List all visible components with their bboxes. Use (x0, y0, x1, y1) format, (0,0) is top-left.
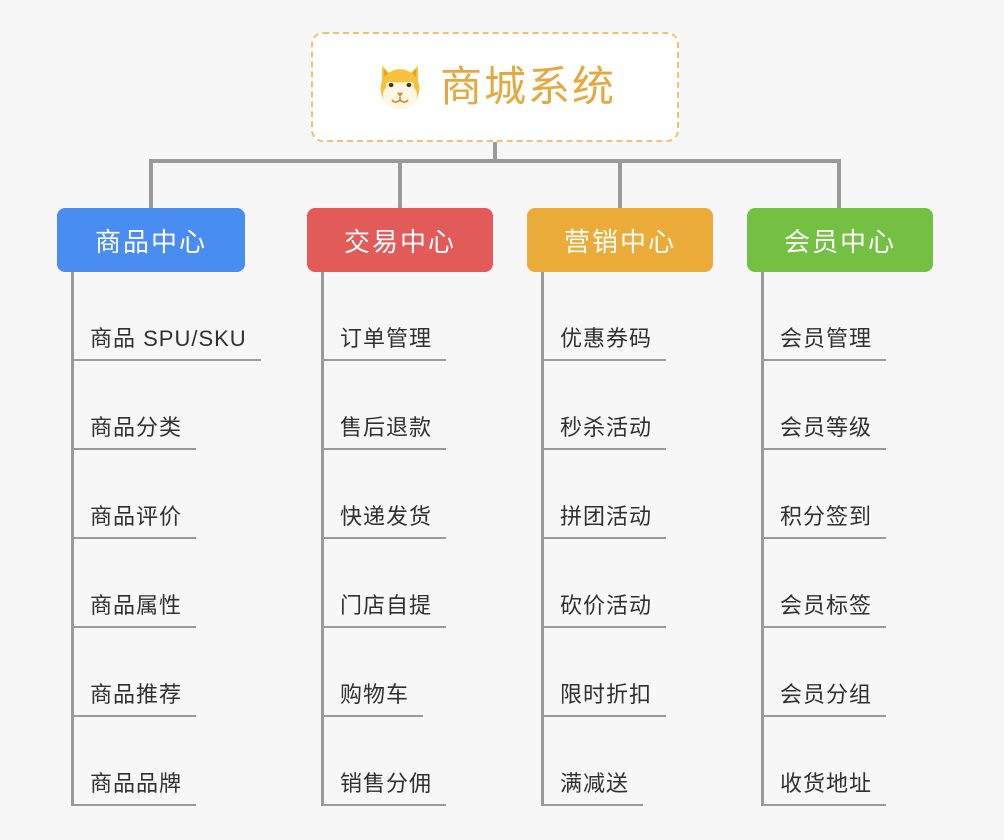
leaf-label: 购物车 (340, 682, 410, 707)
leaf-stack-member-center: 会员管理 会员等级 积分签到 会员标签 会员分组 收货地址 (761, 272, 987, 806)
list-item[interactable]: 积分签到 (764, 450, 987, 539)
category-header-marketing-center[interactable]: 营销中心 (527, 208, 713, 272)
list-item[interactable]: 会员标签 (764, 539, 987, 628)
leaf-label: 商品品牌 (90, 771, 183, 796)
leaf-label: 销售分佣 (340, 771, 433, 796)
leaf-label: 砍价活动 (560, 593, 653, 618)
column-marketing-center: 营销中心 优惠券码 秒杀活动 拼团活动 砍价活动 限时折扣 满减送 (527, 208, 767, 806)
connector-drop-member-center (837, 159, 841, 208)
leaf-label: 会员分组 (780, 682, 873, 707)
list-item[interactable]: 商品属性 (74, 539, 297, 628)
leaf-label: 限时折扣 (560, 682, 653, 707)
leaf-label: 门店自提 (340, 593, 433, 618)
list-item[interactable]: 商品分类 (74, 361, 297, 450)
list-item[interactable]: 会员分组 (764, 628, 987, 717)
connector-horizontal-bus (149, 159, 841, 163)
leaf-label: 商品推荐 (90, 682, 183, 707)
list-item[interactable]: 商品推荐 (74, 628, 297, 717)
connector-drop-product-center (149, 159, 153, 208)
list-item[interactable]: 订单管理 (324, 272, 547, 361)
leaf-stack-trade-center: 订单管理 售后退款 快递发货 门店自提 购物车 销售分佣 (321, 272, 547, 806)
list-item[interactable]: 拼团活动 (544, 450, 767, 539)
leaf-stack-marketing-center: 优惠券码 秒杀活动 拼团活动 砍价活动 限时折扣 满减送 (541, 272, 767, 806)
list-item[interactable]: 商品评价 (74, 450, 297, 539)
leaf-label: 商品属性 (90, 593, 183, 618)
leaf-label: 收货地址 (780, 771, 873, 796)
column-product-center: 商品中心 商品 SPU/SKU 商品分类 商品评价 商品属性 商品推荐 商品品牌 (57, 208, 297, 806)
list-item[interactable]: 限时折扣 (544, 628, 767, 717)
list-item[interactable]: 优惠券码 (544, 272, 767, 361)
leaf-label: 满减送 (560, 771, 630, 796)
leaf-label: 快递发货 (340, 504, 433, 529)
column-trade-center: 交易中心 订单管理 售后退款 快递发货 门店自提 购物车 销售分佣 (307, 208, 547, 806)
leaf-label: 会员标签 (780, 593, 873, 618)
category-header-trade-center[interactable]: 交易中心 (307, 208, 493, 272)
leaf-label: 会员管理 (780, 326, 873, 351)
category-header-member-center[interactable]: 会员中心 (747, 208, 933, 272)
leaf-label: 售后退款 (340, 415, 433, 440)
category-header-product-center[interactable]: 商品中心 (57, 208, 245, 272)
leaf-label: 会员等级 (780, 415, 873, 440)
leaf-label: 优惠券码 (560, 326, 653, 351)
leaf-label: 商品评价 (90, 504, 183, 529)
list-item[interactable]: 购物车 (324, 628, 547, 717)
list-item[interactable]: 销售分佣 (324, 717, 547, 806)
list-item[interactable]: 秒杀活动 (544, 361, 767, 450)
leaf-label: 积分签到 (780, 504, 873, 529)
leaf-label: 商品 SPU/SKU (90, 326, 247, 351)
list-item[interactable]: 快递发货 (324, 450, 547, 539)
list-item[interactable]: 门店自提 (324, 539, 547, 628)
leaf-label: 秒杀活动 (560, 415, 653, 440)
leaf-label: 订单管理 (340, 326, 433, 351)
list-item[interactable]: 收货地址 (764, 717, 987, 806)
list-item[interactable]: 满减送 (544, 717, 767, 806)
connector-root-stem (493, 142, 497, 162)
list-item[interactable]: 商品品牌 (74, 717, 297, 806)
connector-drop-trade-center (398, 159, 402, 208)
column-member-center: 会员中心 会员管理 会员等级 积分签到 会员标签 会员分组 收货地址 (747, 208, 987, 806)
list-item[interactable]: 砍价活动 (544, 539, 767, 628)
list-item[interactable]: 会员等级 (764, 361, 987, 450)
leaf-label: 商品分类 (90, 415, 183, 440)
list-item[interactable]: 售后退款 (324, 361, 547, 450)
list-item[interactable]: 商品 SPU/SKU (74, 272, 297, 361)
leaf-label: 拼团活动 (560, 504, 653, 529)
root-title: 商城系统 (439, 63, 616, 110)
list-item[interactable]: 会员管理 (764, 272, 987, 361)
connector-drop-marketing-center (618, 159, 622, 208)
root-node-shop-system[interactable]: 商城系统 (311, 32, 679, 142)
shiba-dog-face-icon (374, 61, 426, 113)
leaf-stack-product-center: 商品 SPU/SKU 商品分类 商品评价 商品属性 商品推荐 商品品牌 (71, 272, 297, 806)
